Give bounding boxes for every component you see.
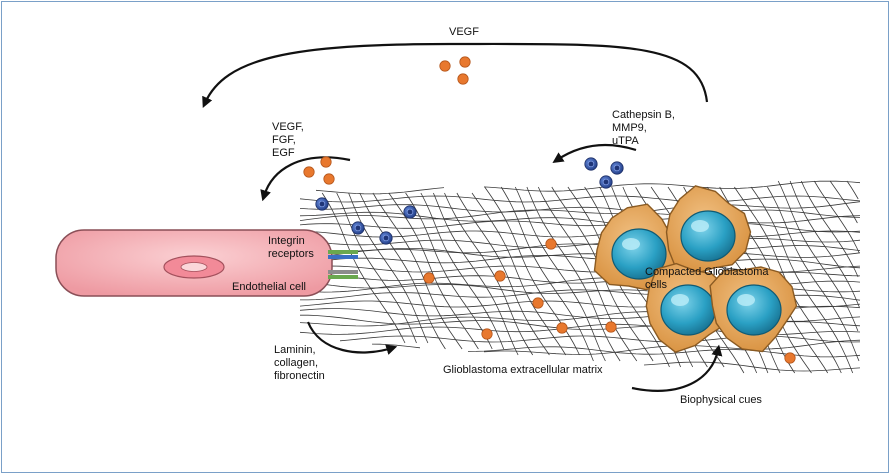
growth-factor-dot (532, 297, 544, 309)
protease-dot (599, 175, 613, 189)
protease-dot (379, 231, 393, 245)
biophysical-label: Biophysical cues (680, 394, 762, 406)
protease-dot (403, 205, 417, 219)
glioblastoma-cell (709, 266, 798, 353)
vegf-top-label: VEGF (449, 26, 479, 38)
growth-factor-dot (494, 270, 506, 282)
protease-dot (584, 157, 598, 171)
growth-factor-dot (605, 321, 617, 333)
growth-factor-dot (459, 56, 471, 68)
ecm-protein-arrow (306, 321, 398, 355)
growth-factor-dot (439, 60, 451, 72)
protease-dots (315, 157, 624, 245)
vegf-feedback-arrow (202, 42, 709, 109)
protease-dot (351, 221, 365, 235)
endothelial-label: Endothelial cell (232, 281, 306, 293)
gbm-cells-label: Compacted Glioblastoma cells (645, 266, 769, 291)
gbm-nucleus (660, 284, 716, 336)
glioblastoma-cell (645, 262, 732, 353)
growth-factor-dot (457, 73, 469, 85)
biophysical-cue-arrow (631, 344, 723, 392)
protease-dot (610, 161, 624, 175)
integrin-receptors (328, 250, 358, 279)
ecm-label: Glioblastoma extracellular matrix (443, 364, 603, 376)
growth-factor-dot (423, 272, 435, 284)
growth-factor-label: VEGF, FGF, EGF (272, 121, 304, 159)
protease-arrow (552, 144, 637, 164)
endothelial-cell (55, 229, 333, 297)
growth-factor-dot (303, 166, 315, 178)
growth-factor-dot (323, 173, 335, 185)
growth-factor-dot (320, 156, 332, 168)
gbm-nucleus (726, 284, 782, 336)
ecm-protein-label: Laminin, collagen, fibronectin (274, 344, 325, 382)
protease-dot (315, 197, 329, 211)
growth-factor-dot (784, 352, 796, 364)
protease-label: Cathepsin B, MMP9, uTPA (612, 109, 675, 147)
glioblastoma-cells (593, 185, 798, 353)
growth-factor-dot (545, 238, 557, 250)
ecm-mesh (299, 180, 861, 374)
growth-factor-dots (303, 56, 796, 364)
integrin-label: Integrin receptors (268, 235, 314, 260)
gbm-nucleus (680, 210, 736, 262)
growth-factor-dot (556, 322, 568, 334)
growth-factor-dot (481, 328, 493, 340)
growth-factor-arrow (260, 156, 351, 202)
glioblastoma-cell (665, 185, 752, 275)
